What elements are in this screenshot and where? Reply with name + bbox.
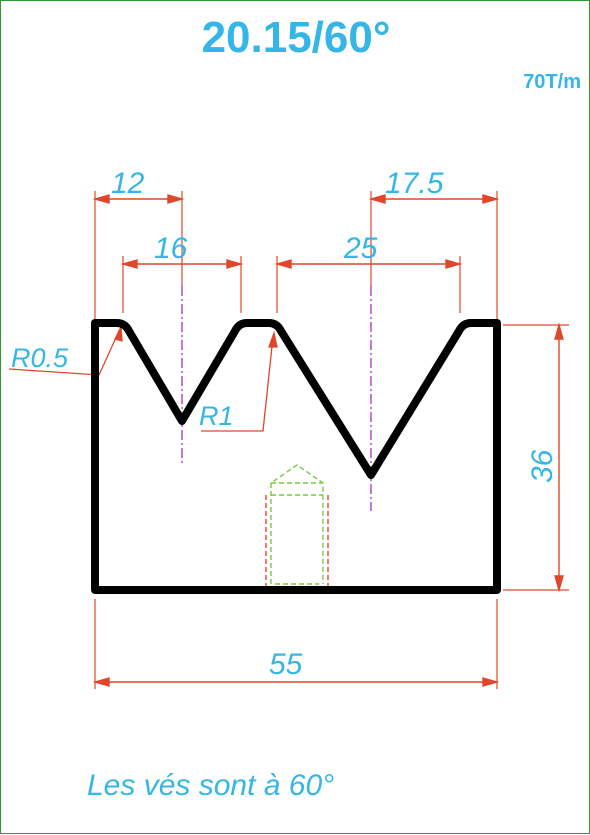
dim-text-36: 36 — [526, 449, 559, 483]
footer-note: Les vés sont à 60° — [87, 769, 335, 802]
dim-text-12: 12 — [111, 167, 145, 200]
r1-leader — [201, 336, 274, 432]
dim-text-17-5: 17.5 — [385, 167, 444, 200]
dim-text-55: 55 — [269, 648, 303, 681]
radius-text-r05: R0.5 — [11, 343, 69, 373]
tonnage-label: 70T/m — [523, 71, 581, 93]
die-title: 20.15/60° — [201, 13, 391, 62]
extension-lines — [94, 191, 569, 689]
dim-text-25: 25 — [343, 232, 378, 265]
hole-thread-green — [270, 464, 324, 584]
dim-text-16: 16 — [154, 232, 188, 265]
die-profile-outline — [91, 319, 501, 594]
dimension-lines — [92, 194, 564, 687]
mounting-hole — [265, 464, 329, 591]
radius-text-r1: R1 — [199, 401, 234, 431]
